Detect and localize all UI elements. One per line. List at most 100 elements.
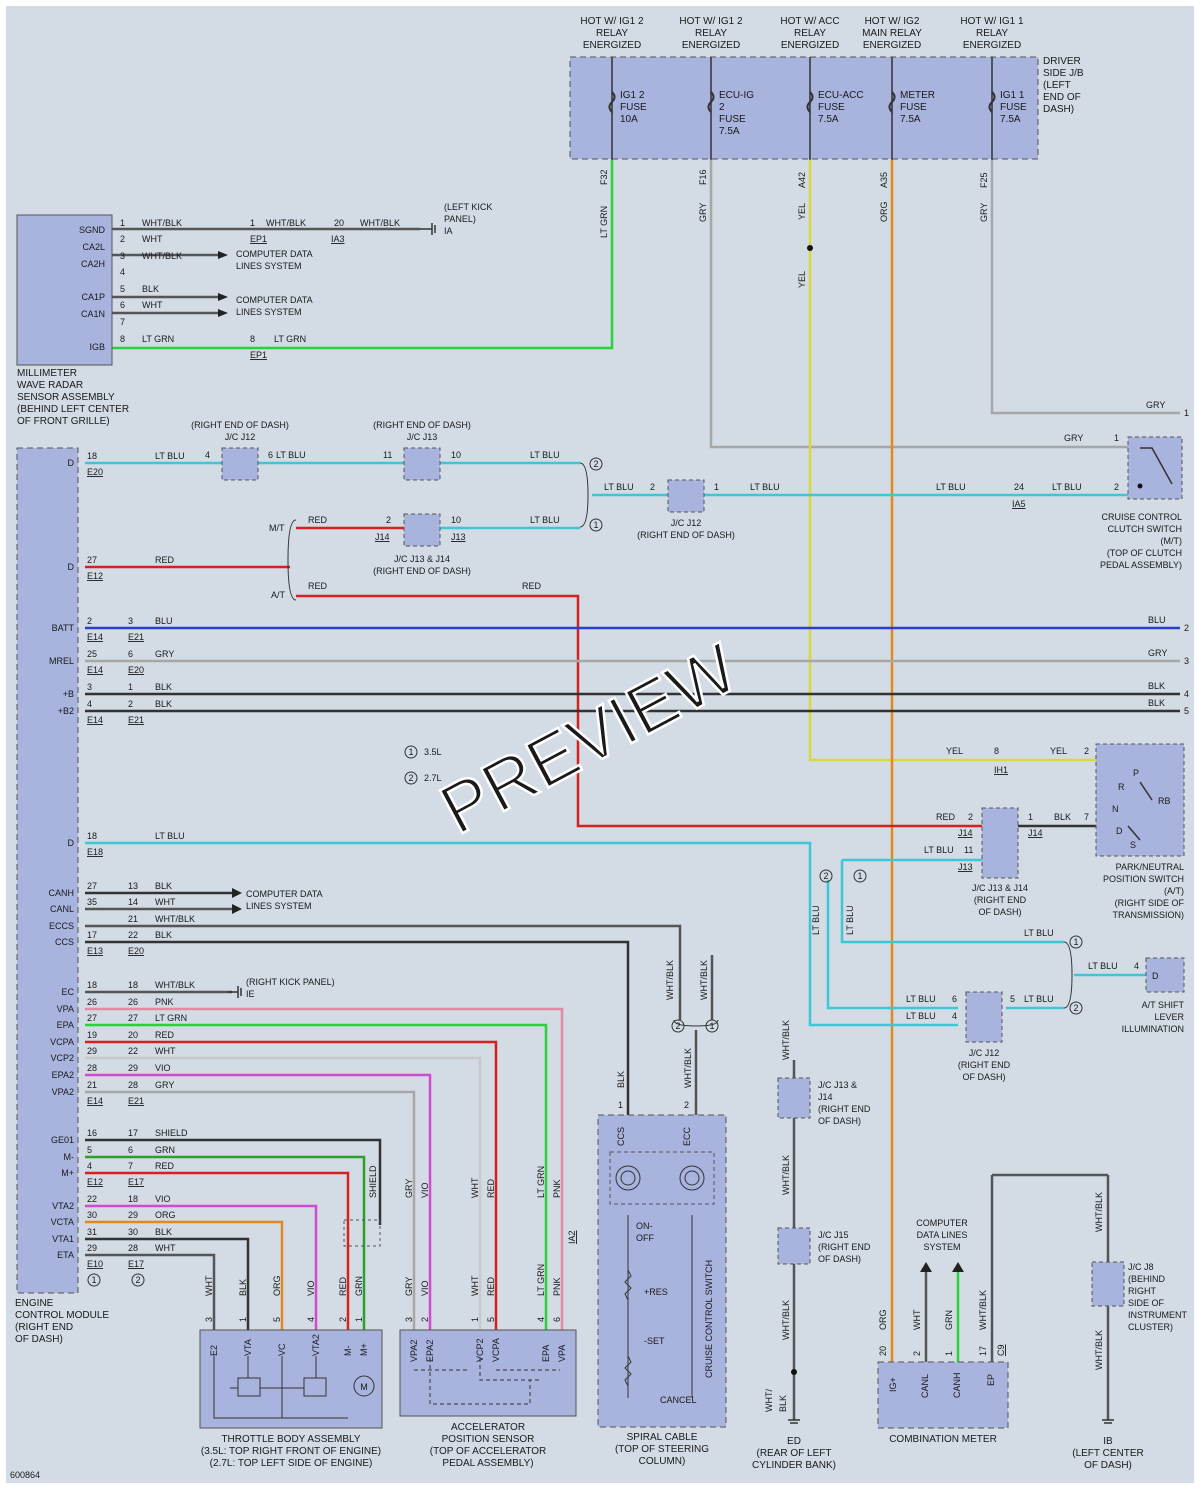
ecm-pin-name: +B <box>63 689 74 699</box>
throttle-box <box>199 1329 383 1429</box>
jc12-right-box <box>965 991 1003 1043</box>
jc8-wire-top: WHT/BLK <box>1094 1192 1104 1232</box>
shift-cap-3: ILLUMINATION <box>1122 1024 1184 1034</box>
cruise-switch-label: CRUISE CONTROL SWITCH <box>704 1260 714 1378</box>
ecm-connector: E20 <box>128 665 144 675</box>
j13-conn: J13 <box>451 532 466 542</box>
radar-num-5: 5 <box>120 284 125 294</box>
relay-2-line3: ENERGIZED <box>682 40 740 51</box>
radar-num-7: 7 <box>120 317 125 327</box>
jc-right-cap-1: J/C J13 & J14 <box>972 883 1028 893</box>
ed-wire-a: WHT/ <box>764 1389 774 1412</box>
shift-mark-1: 1 <box>1073 937 1078 947</box>
jc13-14-low-box <box>777 1077 811 1119</box>
radar-box <box>16 214 113 366</box>
relay-4-line2: MAIN RELAY <box>862 28 922 39</box>
jc12-mid-pin1: 1 <box>714 482 719 492</box>
wl-gry-right: GRY <box>1148 648 1167 658</box>
ecm-wire-color: WHT/BLK <box>155 980 195 990</box>
relay-fuse-columns: HOT W/ IG1 2 RELAY ENERGIZED IG1 2 FUSE … <box>580 16 1027 288</box>
wire-ltblu-pn2 <box>840 860 1064 944</box>
jb-caption-2: SIDE J/B <box>1043 68 1084 79</box>
radar-num-6: 6 <box>120 300 125 310</box>
throttle-wire-color: VIO <box>306 1280 316 1296</box>
ecm-connector: E14 <box>87 665 103 675</box>
cruise-pos-res: +RES <box>644 1287 668 1297</box>
accel-pins: VPA23GRYGRYEPA22VIOVIOVCP21WHTWHTVCPA5RE… <box>404 1166 567 1362</box>
ecm-pin-name: EPA2 <box>52 1070 74 1080</box>
jc8-cap-5: INSTRUMENT <box>1128 1310 1187 1320</box>
low-jc-wire2: WHT/BLK <box>781 1155 791 1195</box>
cdl-1b: LINES SYSTEM <box>236 261 302 271</box>
jc12r-cap-1: J/C J12 <box>969 1048 1000 1058</box>
accel-pin-num: 6 <box>552 1317 562 1322</box>
combo-pin-canl: CANL <box>920 1374 930 1398</box>
relay-5-line1: HOT W/ IG1 1 <box>960 16 1024 27</box>
ecc-wire: WHT/BLK <box>683 1048 693 1088</box>
ecm-wire-color: BLU <box>155 616 173 626</box>
accel-pin-num: 2 <box>420 1317 430 1322</box>
ecm-pin-name: M+ <box>61 1168 74 1178</box>
radar-cap-2: WAVE RADAR <box>17 380 83 391</box>
clutch-cap-3: (M/T) <box>1161 536 1183 546</box>
ecm-connector: E12 <box>87 571 103 581</box>
pn-S: S <box>1130 840 1136 850</box>
wire-gry-f25 <box>990 160 1180 415</box>
ecm-pin-name: EPA <box>57 1020 74 1030</box>
radar-cap-1: MILLIMETER <box>17 368 77 379</box>
jc12-mid-box <box>667 479 705 513</box>
ecm-wire-color: LT BLU <box>155 831 185 841</box>
jc8-cap-1: J/C J8 <box>1128 1262 1154 1272</box>
ecm-pin-num: 22 <box>87 1194 97 1204</box>
ground-icon <box>1102 1419 1114 1424</box>
ecm-connector: E20 <box>128 946 144 956</box>
radar-sensor: SGND CA2L CA2H CA1P CA1N IGB 1 2 3 4 5 6… <box>16 202 492 427</box>
ecm-wire-color: BLK <box>155 930 172 940</box>
fuse-3-wire: YEL <box>797 203 807 220</box>
clutch-gry: GRY <box>1064 433 1083 443</box>
throttle-pin-name: M- <box>343 1346 353 1357</box>
pn-pin7: 7 <box>1084 812 1089 822</box>
low-jc-wire: WHT/BLK <box>781 1020 791 1060</box>
ep1-wire-b: LT GRN <box>274 334 306 344</box>
fuse-2-line3: FUSE <box>719 114 746 125</box>
accel-cap-3: (TOP OF ACCELERATOR <box>430 1446 547 1457</box>
variant-mark-1 <box>87 1273 101 1287</box>
jc12-top-1: (RIGHT END OF DASH) <box>191 420 289 430</box>
throttle-circuit <box>213 1356 348 1419</box>
ecm-conn-pin: 18 <box>128 1194 138 1204</box>
ecm-pin-num: 18 <box>87 831 97 841</box>
ecm-connector: E12 <box>87 1177 103 1187</box>
shift-brace <box>1063 941 1073 1009</box>
fuse-column-1: HOT W/ IG1 2 RELAY ENERGIZED IG1 2 FUSE … <box>580 16 647 238</box>
ecm-cap-2: CONTROL MODULE <box>15 1310 109 1321</box>
wire-eccs <box>85 924 682 1020</box>
ecm-conn-pin: 22 <box>128 1046 138 1056</box>
ecm-conn-pin: 3 <box>128 616 133 626</box>
ecm-wire-color: LT BLU <box>155 451 185 461</box>
ecm-connector: E21 <box>128 632 144 642</box>
relay-1-line3: ENERGIZED <box>583 40 641 51</box>
spiral-coil-left <box>615 1165 641 1191</box>
ecm-wire-color: VIO <box>155 1063 171 1073</box>
jc12r-pin5: 5 <box>1010 994 1015 1004</box>
ib-cap-3: OF DASH) <box>1084 1460 1132 1471</box>
at-label: A/T <box>271 590 286 600</box>
ep1-pin1: 1 <box>250 218 255 228</box>
fuse-5-line2: FUSE <box>1000 102 1027 113</box>
fuse-2-line2: 2 <box>719 102 725 113</box>
ecm-connector: E20 <box>87 467 103 477</box>
shift-mark-2: 2 <box>1073 1003 1078 1013</box>
wl-ltblu-6: LT BLU <box>936 482 966 492</box>
legend-mark-2: 2 <box>408 773 413 783</box>
ep1-label-b: EP1 <box>250 350 267 360</box>
pn-cap-1: PARK/NEUTRAL <box>1116 862 1184 872</box>
ecm-pin-name: ECCS <box>49 921 74 931</box>
j14-conn: J14 <box>375 532 390 542</box>
cruise-pos-cancel: CANCEL <box>660 1395 697 1405</box>
ecm-conn-pin: 2 <box>128 699 133 709</box>
spiral-num-2: 2 <box>684 1100 689 1110</box>
radar-ground-1: (LEFT KICK <box>444 202 492 212</box>
accel-cap-1: ACCELERATOR <box>451 1422 525 1433</box>
accel-box <box>399 1329 577 1417</box>
